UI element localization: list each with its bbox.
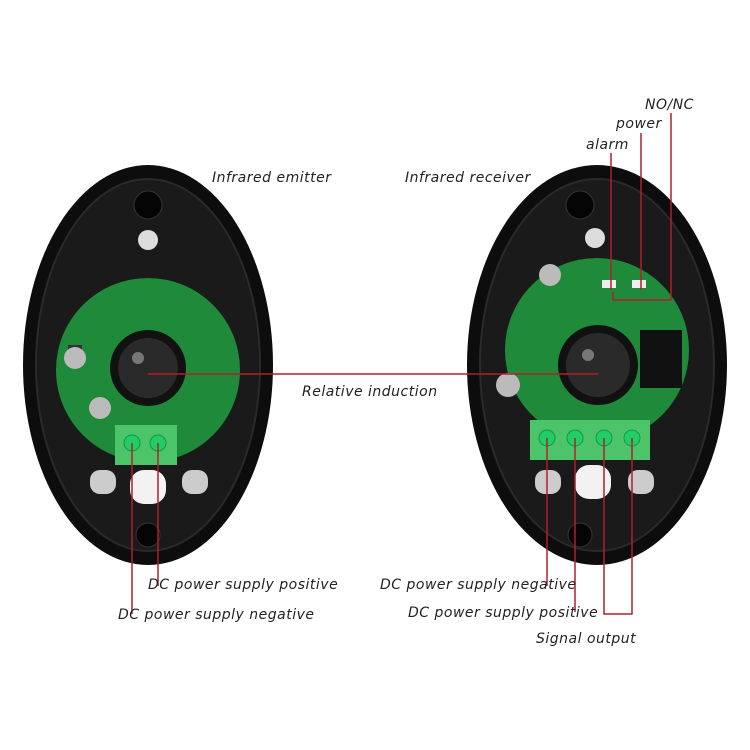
power-label: power: [616, 116, 662, 132]
relative-induction-label: Relative induction: [300, 384, 440, 400]
left-negative-label: DC power supply negative: [118, 607, 315, 623]
right-negative-label: DC power supply negative: [380, 577, 577, 593]
left-positive-label: DC power supply positive: [148, 577, 339, 593]
annotation-lines: [131, 113, 672, 615]
alarm-label: alarm: [586, 137, 629, 153]
emitter-label: Infrared emitter: [212, 170, 332, 186]
infrared-emitter-device: [23, 165, 273, 565]
right-positive-label: DC power supply positive: [408, 605, 599, 621]
signal-output-label: Signal output: [536, 631, 637, 647]
no-nc-label: NO/NC: [645, 97, 694, 113]
relay: [640, 330, 682, 388]
infrared-receiver-device: [467, 165, 727, 565]
receiver-label: Infrared receiver: [405, 170, 531, 186]
